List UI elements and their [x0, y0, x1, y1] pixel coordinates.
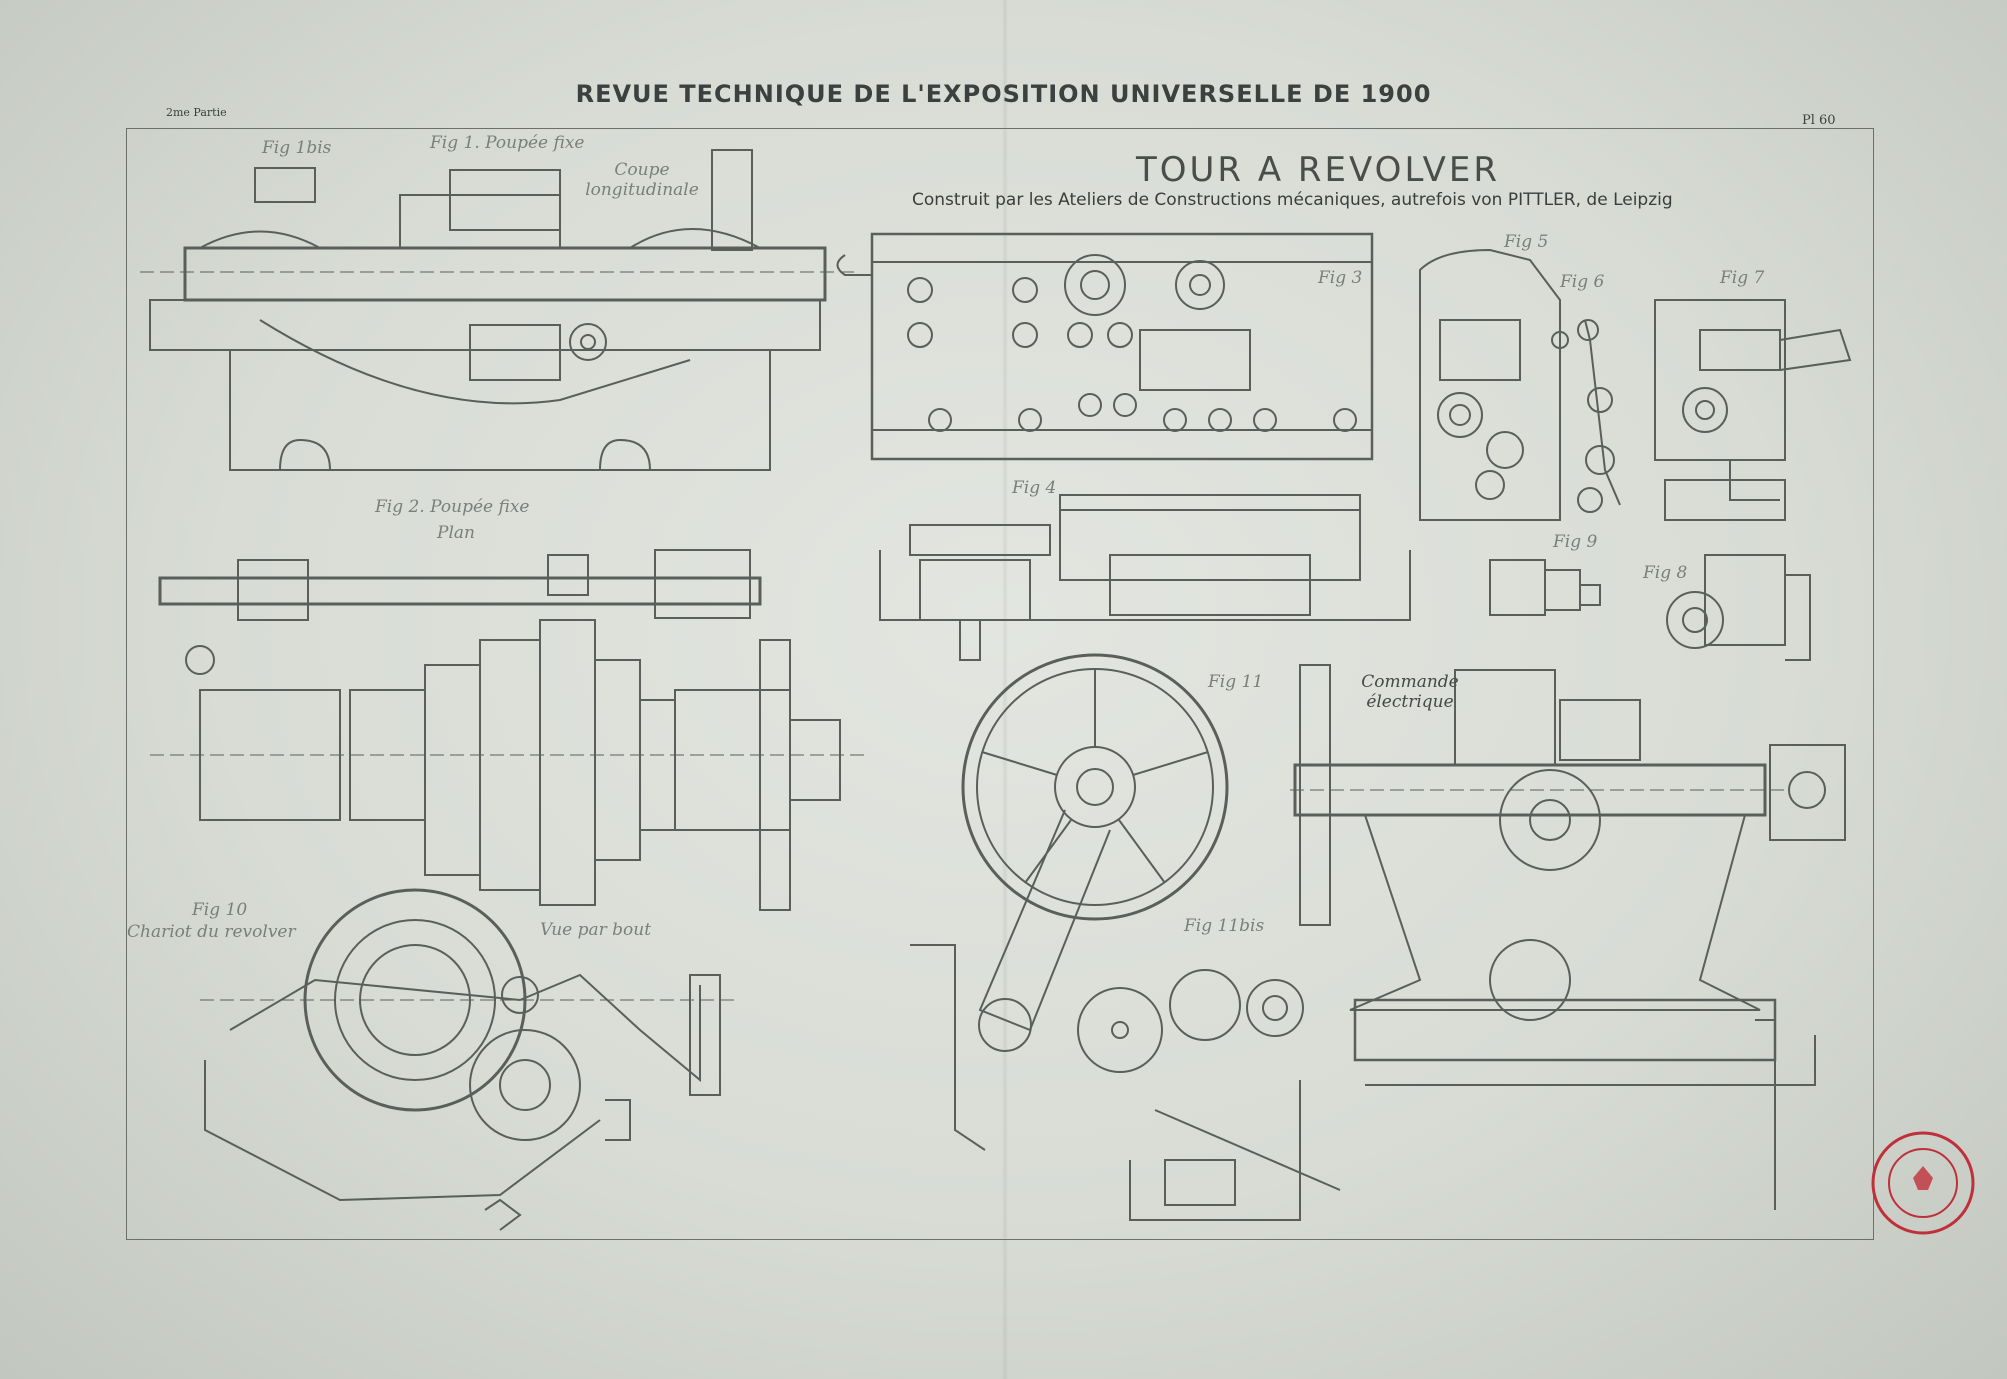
coupe-label: Coupe longitudinale	[585, 160, 699, 200]
fig11bis-label: Fig 11bis	[1184, 916, 1265, 936]
fig3-label: Fig 3	[1318, 268, 1363, 288]
commande-label: Commande électrique	[1361, 672, 1459, 712]
fig11-label: Fig 11	[1208, 672, 1264, 692]
fig7-detail	[1654, 299, 1852, 521]
fig1-headstock-section	[140, 149, 860, 471]
fig1-label: Fig 1. Poupée fixe	[430, 133, 585, 153]
fig9-label: Fig 9	[1553, 532, 1598, 552]
journal-title: REVUE TECHNIQUE DE L'EXPOSITION UNIVERSE…	[575, 80, 1432, 108]
plan-label: Plan	[437, 523, 475, 543]
plate-title: TOUR A REVOLVER	[1136, 150, 1501, 190]
plate-border	[126, 128, 1874, 1240]
fig1bis-label: Fig 1bis	[262, 138, 332, 158]
fig6-label: Fig 6	[1560, 272, 1605, 292]
fig10-turret-slide	[200, 888, 740, 1231]
chariot-label: Chariot du revolver	[127, 922, 296, 942]
library-stamp	[1871, 1131, 1975, 1235]
fig2-label: Fig 2. Poupée fixe	[375, 497, 530, 517]
fig2-headstock-plan	[150, 549, 870, 911]
fig3-plan	[836, 232, 1374, 461]
fig4-label: Fig 4	[1012, 478, 1057, 498]
part-note: 2me Partie	[166, 106, 227, 119]
fig4-section	[879, 494, 1411, 661]
fig6-lever	[1577, 319, 1621, 513]
fig10-label: Fig 10	[192, 900, 248, 920]
fig8-label: Fig 8	[1643, 563, 1688, 583]
fig7-label: Fig 7	[1720, 268, 1765, 288]
vue-bout-label: Vue par bout	[540, 920, 652, 940]
fig9-detail	[1489, 559, 1601, 616]
electric-drive	[1290, 664, 1846, 1210]
fig11-handwheel	[910, 653, 1229, 1151]
plate-number: Pl 60	[1802, 113, 1836, 128]
fig5-apron	[1419, 248, 1569, 521]
fig8-detail	[1666, 554, 1811, 661]
fig11bis-drive	[1077, 969, 1341, 1221]
fig5-label: Fig 5	[1504, 232, 1549, 252]
plate-subtitle: Construit par les Ateliers de Constructi…	[912, 190, 1673, 210]
